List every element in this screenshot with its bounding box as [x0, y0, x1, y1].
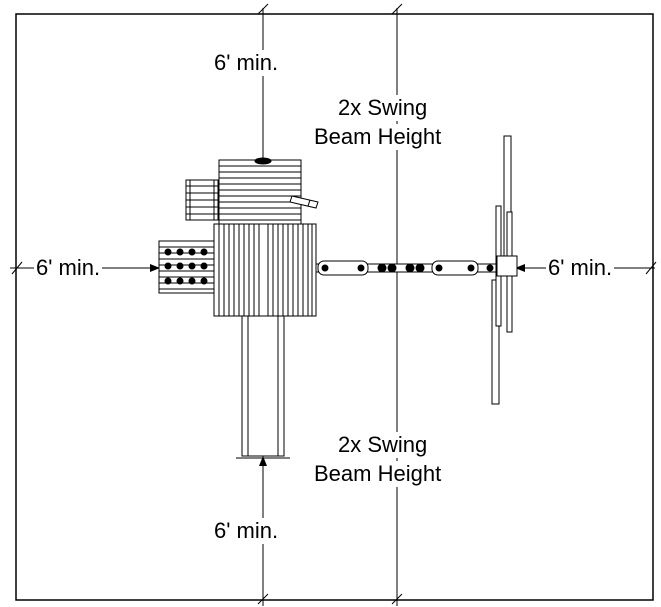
main-deck	[213, 223, 317, 317]
swing-beam	[315, 260, 517, 276]
clearance-boundary	[15, 13, 654, 601]
slide	[236, 315, 290, 459]
bottom-clearance-label: 6' min.	[212, 518, 281, 544]
upper-deck	[218, 157, 302, 225]
swing-clearance-bottom-line1: 2x Swing	[336, 432, 430, 458]
swing-clearance-top-line2: Beam Height	[312, 124, 444, 150]
swing-clearance-bottom-line2: Beam Height	[312, 461, 444, 487]
ladder	[185, 179, 219, 221]
swing-clearance-top-line1: 2x Swing	[336, 95, 430, 121]
top-clearance-label: 6' min.	[212, 50, 281, 76]
lower-side-deck	[158, 240, 217, 294]
right-clearance-label: 6' min.	[546, 255, 615, 281]
left-clearance-label: 6' min.	[34, 255, 103, 281]
telescope	[289, 195, 319, 209]
a-frame	[491, 135, 518, 405]
